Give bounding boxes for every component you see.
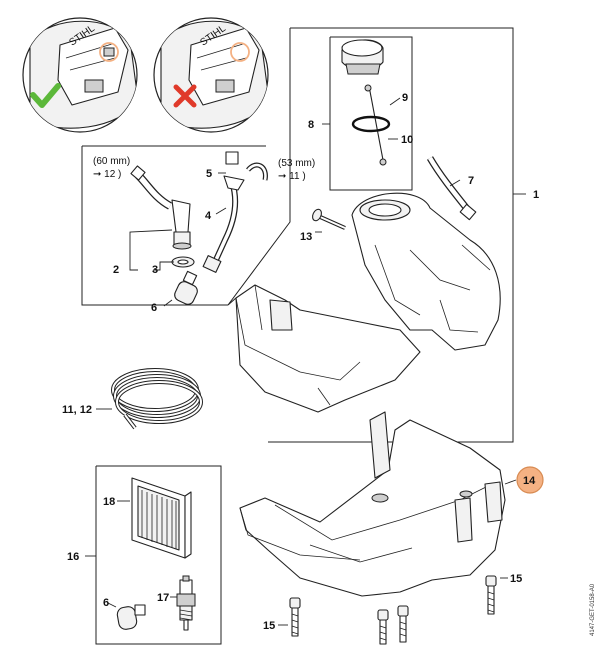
frame-main xyxy=(268,27,514,443)
frame-service-kit xyxy=(95,465,222,645)
callout-15a: 15 xyxy=(510,573,522,585)
callout-11-12: 11, 12 xyxy=(62,404,92,416)
fuel-tank xyxy=(351,192,501,351)
o-ring xyxy=(351,115,391,133)
callout-5: 5 xyxy=(206,168,212,180)
callout-6a: 6 xyxy=(151,302,157,314)
fuel-pickup-filter-kit xyxy=(116,604,146,630)
cross-icon xyxy=(173,84,197,108)
callout-15b: 15 xyxy=(263,620,275,632)
callout-13: 13 xyxy=(300,231,312,243)
frame-fuel-parts xyxy=(81,146,228,306)
spark-plug xyxy=(176,575,196,631)
return-hose xyxy=(202,151,268,273)
doc-number: 4147-GET-0158-A0 xyxy=(590,583,596,636)
dimension-left-length: (60 mm) xyxy=(93,156,130,167)
callout-6b: 6 xyxy=(103,597,109,609)
highlight-badge-14 xyxy=(516,466,544,494)
callout-18: 18 xyxy=(103,496,115,508)
callout-17: 17 xyxy=(157,592,169,604)
check-icon xyxy=(30,83,61,108)
fuel-filter-parts xyxy=(171,199,195,268)
dimension-left-ref: ➞ 12 ) xyxy=(93,169,121,180)
screws-15 xyxy=(289,575,497,645)
callout-16: 16 xyxy=(67,551,79,563)
coiled-hose xyxy=(111,368,203,430)
frame-fuel-cap xyxy=(329,36,413,191)
fuel-pickup-filter xyxy=(174,270,198,305)
callout-14: 14 xyxy=(523,475,536,487)
inset-correct: STIHL xyxy=(22,17,138,133)
tank-tray xyxy=(235,284,421,413)
inset-wrong: STIHL xyxy=(153,17,269,133)
callout-10: 10 xyxy=(401,134,413,146)
callout-3: 3 xyxy=(152,264,158,276)
screw-13 xyxy=(312,208,346,230)
air-filter xyxy=(131,477,192,559)
callout-4: 4 xyxy=(205,210,212,222)
highlight-ring xyxy=(99,42,119,62)
dimension-right-length: (53 mm) xyxy=(278,158,315,169)
dimension-right-ref: ➞ 11 ) xyxy=(278,171,306,182)
fuel-cap xyxy=(341,39,384,75)
callout-8: 8 xyxy=(308,119,314,131)
callout-9: 9 xyxy=(402,92,408,104)
callout-2: 2 xyxy=(113,264,119,276)
callout-1: 1 xyxy=(533,189,539,201)
callout-7: 7 xyxy=(468,175,474,187)
bottom-cover xyxy=(239,411,506,597)
highlight-ring xyxy=(230,42,250,62)
